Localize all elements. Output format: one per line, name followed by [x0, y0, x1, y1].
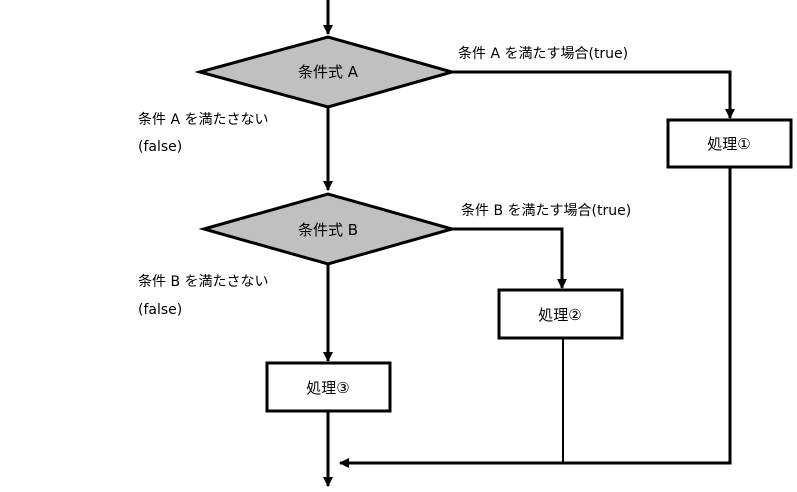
decision-a: 条件式 A	[194, 35, 458, 109]
edge-label-b-false-line1: 条件 B を満たさない	[138, 273, 269, 290]
decision-b-diamond	[198, 192, 458, 266]
process-3-box	[265, 361, 392, 413]
edge-b-true	[452, 227, 567, 289]
process-3: 処理③	[265, 361, 392, 413]
process-1: 処理①	[666, 118, 793, 169]
process-2-box	[497, 288, 624, 340]
process-1-label: 処理①	[707, 135, 750, 153]
edge-label-b-false-line2: (false)	[138, 302, 182, 318]
process-1-box	[666, 118, 793, 169]
process-2-label: 処理②	[538, 306, 581, 324]
decision-b: 条件式 B	[198, 192, 458, 266]
edge-a-true	[452, 70, 735, 119]
edge-label-a-true: 条件 A を満たす場合(true)	[458, 45, 628, 62]
decision-a-diamond	[194, 35, 458, 109]
process-2: 処理②	[497, 288, 624, 340]
decision-b-label: 条件式 B	[298, 221, 358, 239]
process-3-label: 処理③	[306, 379, 349, 397]
edge-label-b-true: 条件 B を満たす場合(true)	[461, 202, 631, 219]
edge-label-a-false-line1: 条件 A を満たさない	[138, 111, 268, 128]
edge-process1-merge	[339, 167, 732, 468]
edge-label-a-false-line2: (false)	[138, 139, 182, 155]
decision-a-label: 条件式 A	[298, 63, 359, 81]
